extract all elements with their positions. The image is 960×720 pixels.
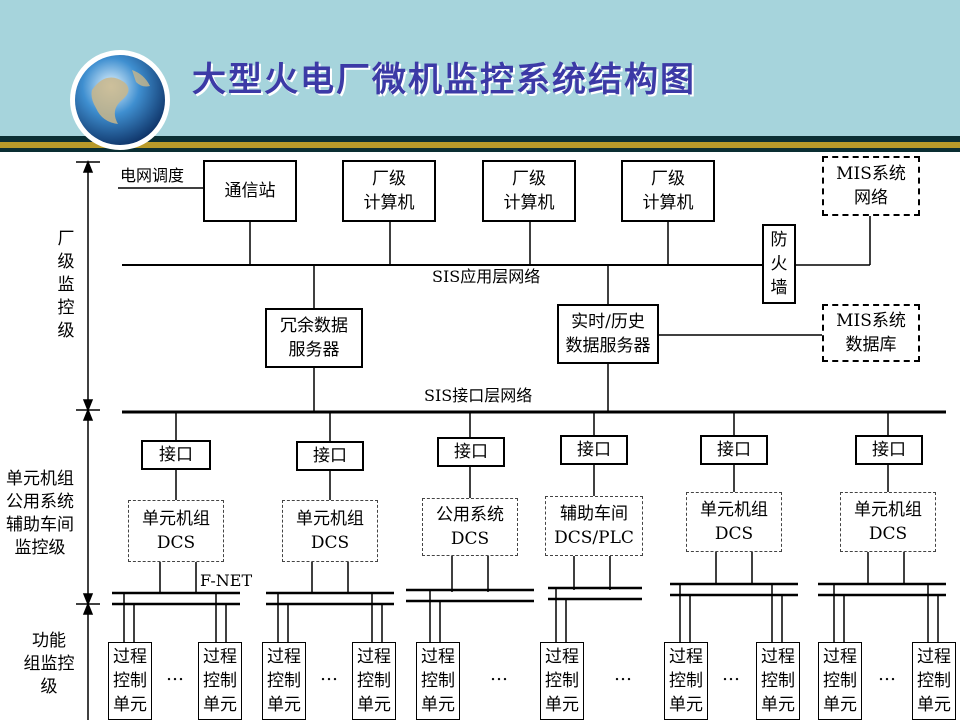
- ellipsis-2: …: [320, 664, 338, 685]
- firewall-node: 防火墙: [762, 224, 796, 304]
- process-unit-1: 过程控制单元: [108, 642, 152, 720]
- sis-interface-network-label: SIS接口层网络: [424, 386, 533, 405]
- sis-app-network-label: SIS应用层网络: [432, 267, 541, 286]
- redundant-server-node: 冗余数据服务器: [265, 308, 363, 368]
- ellipsis-1: …: [166, 664, 184, 685]
- interface-node-2: 接口: [296, 441, 364, 471]
- plant-computer-node-2: 厂级计算机: [482, 160, 576, 222]
- interface-node-3: 接口: [437, 437, 505, 467]
- level-function-label: 功能组监控级: [23, 631, 75, 697]
- page-title: 大型火电厂微机监控系统结构图: [192, 60, 696, 100]
- process-unit-8: 过程控制单元: [756, 642, 800, 720]
- process-unit-7: 过程控制单元: [664, 642, 708, 720]
- interface-node-1: 接口: [141, 440, 211, 470]
- process-unit-6: 过程控制单元: [540, 642, 584, 720]
- header-banner: 大型火电厂微机监控系统结构图: [0, 0, 960, 152]
- process-unit-4: 过程控制单元: [352, 642, 396, 720]
- ellipsis-5: …: [722, 664, 740, 685]
- level-plant-label: 厂级监控级: [57, 229, 75, 341]
- process-unit-5: 过程控制单元: [416, 642, 460, 720]
- process-unit-3: 过程控制单元: [262, 642, 306, 720]
- ellipsis-4: …: [614, 664, 632, 685]
- ellipsis-3: …: [490, 664, 508, 685]
- ellipsis-6: …: [878, 664, 896, 685]
- realtime-history-server-node: 实时/历史数据服务器: [557, 304, 659, 364]
- globe-icon: [70, 50, 170, 150]
- interface-node-5: 接口: [700, 435, 768, 465]
- plant-computer-node-3: 厂级计算机: [621, 160, 715, 222]
- fnet-label: F-NET: [200, 571, 253, 590]
- interface-node-4: 接口: [560, 435, 628, 465]
- process-unit-2: 过程控制单元: [198, 642, 242, 720]
- process-unit-9: 过程控制单元: [818, 642, 862, 720]
- plant-computer-node-1: 厂级计算机: [342, 160, 436, 222]
- grid-dispatch-label: 电网调度: [120, 166, 185, 185]
- level-unit-label: 单元机组公用系统辅助车间监控级: [6, 469, 74, 558]
- mis-database-node: MIS系统数据库: [822, 304, 920, 362]
- process-unit-10: 过程控制单元: [912, 642, 956, 720]
- comm-station-node: 通信站: [203, 160, 297, 222]
- header-decor: [0, 50, 960, 152]
- mis-network-node: MIS系统网络: [822, 156, 920, 216]
- interface-node-6: 接口: [855, 435, 923, 465]
